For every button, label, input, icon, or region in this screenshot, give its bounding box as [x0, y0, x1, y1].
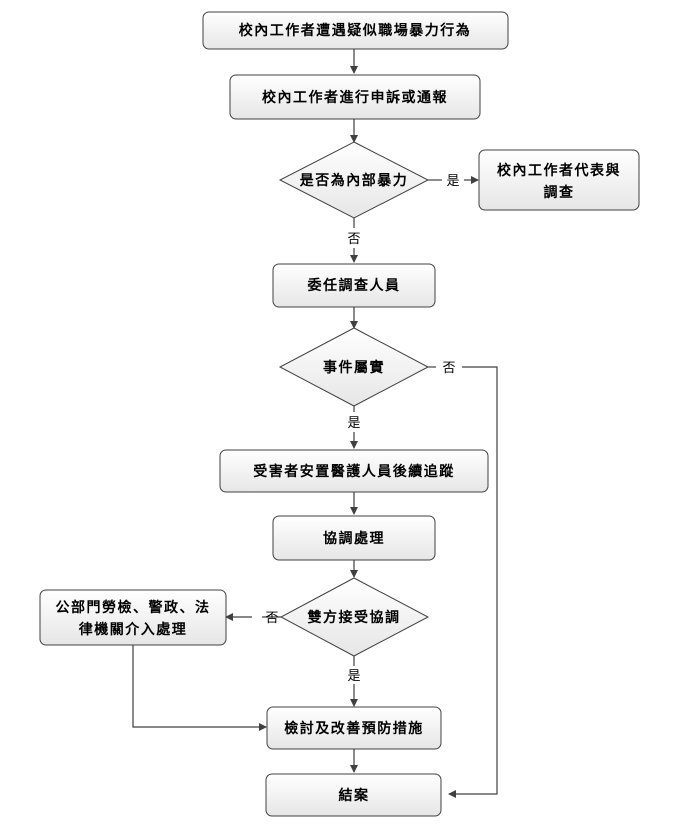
node-coord-box — [272, 515, 436, 561]
decision-true: 事件屬實 — [278, 327, 430, 407]
node-review: 檢討及改善預防措施 — [266, 706, 442, 750]
node-start-label: 校內工作者遭遇疑似職場暴力行為 — [239, 22, 472, 39]
edge-label-no-accept: 否 — [265, 611, 278, 626]
node-public: 公部門勞檢、警政、法 律機關介入處理 — [39, 589, 227, 646]
decision-accept: 雙方接受協調 — [279, 577, 430, 657]
node-start: 校內工作者遭遇疑似職場暴力行為 — [202, 11, 509, 50]
node-close: 結案 — [265, 773, 442, 817]
node-review-box — [266, 706, 442, 750]
node-close-label: 結案 — [339, 787, 370, 804]
node-start-box — [202, 11, 509, 50]
node-public-box — [39, 589, 227, 646]
node-care: 受害者安置醫護人員後續追蹤 — [219, 449, 489, 493]
node-report-label: 校內工作者進行申訴或通報 — [262, 89, 448, 106]
node-rep-label-1: 校內工作者代表與 — [497, 162, 621, 179]
edge-label-yes-true: 是 — [347, 416, 360, 431]
decision-internal-label: 是否為內部暴力 — [300, 172, 409, 189]
decision-internal-shape — [278, 141, 430, 219]
node-care-box — [219, 449, 489, 493]
node-close-box — [265, 773, 442, 817]
node-review-label: 檢討及改善預防措施 — [284, 720, 424, 737]
node-coord: 協調處理 — [272, 515, 436, 561]
edge-true-close-b — [448, 366, 498, 798]
connectors — [132, 49, 498, 798]
decision-accept-shape — [279, 577, 430, 657]
node-care-label: 受害者安置醫護人員後續追蹤 — [253, 463, 455, 480]
node-appoint: 委任調查人員 — [272, 263, 436, 308]
node-rep-box — [478, 149, 640, 211]
edge-public-review — [132, 645, 267, 731]
node-report-box — [229, 74, 481, 120]
edge-label-no-internal: 否 — [347, 232, 360, 247]
decision-true-shape — [278, 327, 430, 407]
edge-label-yes-accept: 是 — [347, 669, 360, 684]
node-rep-label-2: 調查 — [544, 184, 575, 201]
edge-label-no-true: 否 — [442, 361, 455, 376]
node-appoint-box — [272, 263, 436, 308]
decision-true-label: 事件屬實 — [323, 359, 385, 376]
node-appoint-label: 委任調查人員 — [307, 277, 401, 294]
edge-label-yes-internal: 是 — [446, 174, 459, 189]
node-report: 校內工作者進行申訴或通報 — [229, 74, 481, 120]
node-public-label-2: 律機關介入處理 — [79, 621, 188, 638]
decision-accept-label: 雙方接受協調 — [308, 609, 401, 626]
decision-internal: 是否為內部暴力 — [278, 141, 430, 219]
node-rep: 校內工作者代表與 調查 — [478, 149, 640, 211]
node-coord-label: 協調處理 — [323, 530, 385, 547]
node-public-label-1: 公部門勞檢、警政、法 — [56, 599, 211, 616]
